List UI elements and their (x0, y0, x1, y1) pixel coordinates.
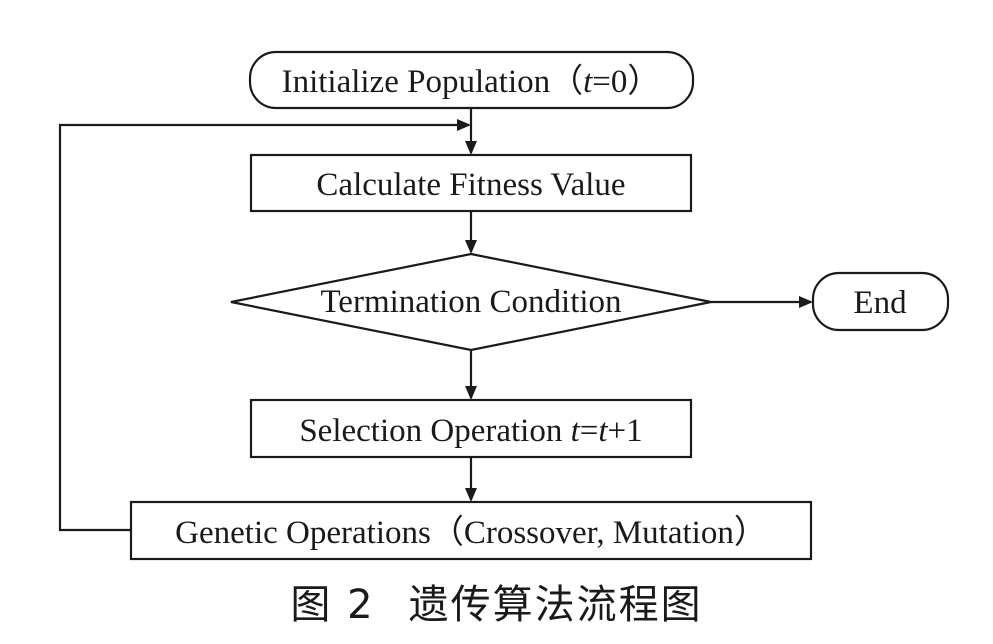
selection-plus: + (608, 413, 627, 449)
caption-figure-label: 图 2 (290, 582, 375, 628)
genetic-node: Genetic Operations（Crossover, Mutation） (129, 500, 813, 561)
svg-text:Initialize Population（t=0）: Initialize Population（t=0） (282, 64, 661, 100)
end-label: End (853, 285, 907, 321)
init-val: 0 (611, 64, 628, 100)
arrow-loop-back (58, 119, 471, 532)
genetic-label: Genetic Operations（Crossover, Mutation） (175, 515, 767, 551)
selection-t1: t (571, 413, 581, 449)
init-node: Initialize Population（t=0） (248, 50, 695, 110)
selection-t2: t (598, 413, 608, 449)
fitness-node: Calculate Fitness Value (249, 153, 693, 213)
fitness-label: Calculate Fitness Value (316, 167, 625, 203)
termination-node: Termination Condition (230, 252, 712, 352)
init-close: ） (627, 64, 660, 100)
init-eq: = (592, 64, 611, 100)
end-node: End (811, 271, 950, 332)
selection-one: 1 (626, 413, 643, 449)
caption-title: 遗传算法流程图 (408, 582, 703, 628)
svg-text:Selection Operation t=t+1: Selection Operation t=t+1 (299, 413, 642, 449)
selection-label: Selection Operation (299, 413, 570, 449)
init-label: Initialize Population（ (282, 64, 584, 100)
selection-node: Selection Operation t=t+1 (249, 398, 693, 459)
termination-label: Termination Condition (320, 284, 621, 320)
init-var: t (583, 64, 593, 100)
selection-eq: = (580, 413, 599, 449)
figure-caption: 图 2 遗传算法流程图 (0, 572, 993, 630)
